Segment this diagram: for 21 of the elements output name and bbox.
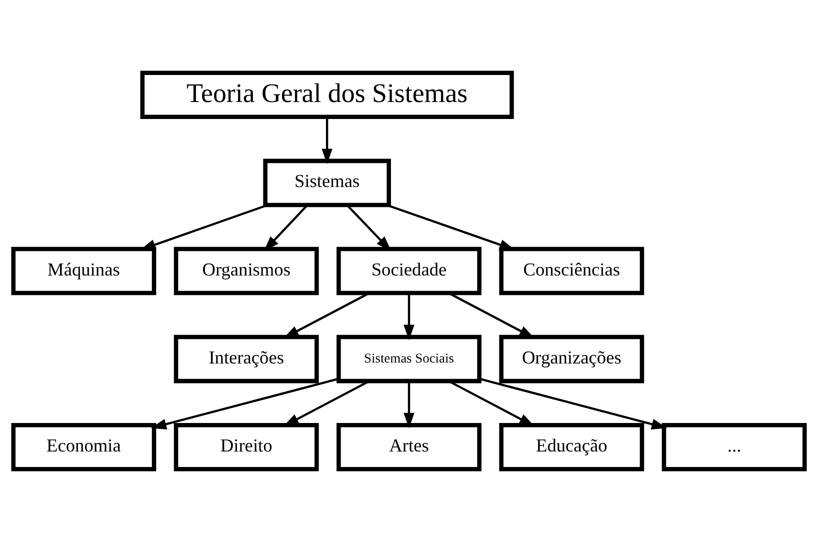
arrow (479, 378, 668, 430)
node-box: Economia (11, 422, 156, 472)
node-box: Consciências (499, 246, 644, 296)
arrow (264, 204, 308, 252)
node-box: Sociedade (336, 246, 482, 296)
node-box: ... (662, 422, 807, 472)
node-box: Teoria Geral dos Sistemas (140, 70, 514, 120)
node-box: Sistemas Sociais (336, 334, 482, 384)
node-box: Interações (174, 334, 319, 384)
arrow (150, 378, 339, 430)
node-box: Organizações (499, 334, 644, 384)
node-box: Sistemas (263, 158, 391, 208)
node-box: Educação (499, 422, 644, 472)
arrow (346, 204, 392, 252)
arrow (404, 381, 414, 428)
node-box: Máquinas (11, 246, 156, 296)
node-box: Artes (336, 422, 482, 472)
node-box: Organismos (174, 246, 319, 296)
arrow (322, 117, 332, 164)
arrow (404, 293, 414, 340)
node-box: Direito (174, 422, 319, 472)
